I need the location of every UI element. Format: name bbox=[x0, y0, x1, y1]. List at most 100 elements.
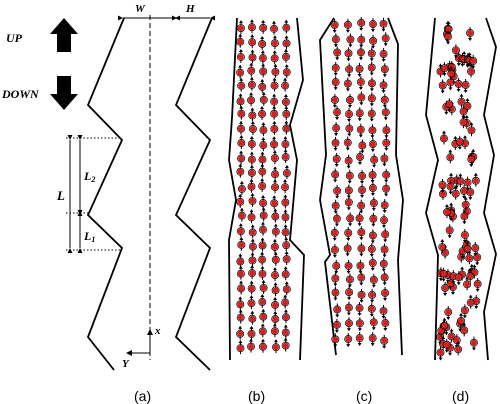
particle-marker bbox=[248, 310, 257, 325]
particle-marker bbox=[258, 265, 267, 280]
particle-marker bbox=[357, 33, 366, 48]
particle-marker bbox=[345, 63, 354, 78]
particle-marker bbox=[270, 195, 279, 210]
particle-marker bbox=[379, 257, 388, 272]
particle-marker bbox=[438, 239, 447, 254]
length-dimensions: L L2 L1 bbox=[56, 135, 122, 253]
particle-marker bbox=[271, 267, 279, 282]
up-arrow-icon bbox=[50, 18, 78, 52]
particle-marker bbox=[451, 135, 460, 150]
down-label: DOWN bbox=[1, 87, 40, 101]
particle-marker bbox=[236, 253, 245, 268]
particle-marker bbox=[368, 138, 377, 153]
particle-marker bbox=[236, 223, 245, 238]
particle-marker bbox=[368, 182, 377, 197]
particle-marker bbox=[440, 130, 448, 145]
particle-marker bbox=[451, 185, 460, 200]
particle-marker bbox=[381, 106, 390, 121]
particle-marker bbox=[247, 135, 256, 150]
particle-marker bbox=[355, 107, 364, 122]
panel-label-d: (d) bbox=[452, 388, 469, 404]
particle-marker bbox=[271, 166, 280, 181]
particle-marker bbox=[331, 136, 340, 151]
particle-marker bbox=[282, 251, 291, 266]
particle-marker bbox=[282, 64, 291, 79]
particle-marker bbox=[270, 150, 279, 165]
particle-marker bbox=[258, 294, 267, 309]
particle-marker bbox=[259, 91, 268, 106]
particle-marker bbox=[247, 76, 256, 91]
particle-marker bbox=[270, 93, 279, 108]
particle-marker bbox=[456, 173, 465, 188]
particle-marker bbox=[459, 105, 468, 120]
particle-marker bbox=[271, 282, 280, 297]
particle-marker bbox=[248, 107, 257, 122]
particle-marker bbox=[247, 178, 256, 193]
particle-marker bbox=[331, 61, 340, 76]
particle-marker bbox=[454, 77, 463, 92]
particle-marker bbox=[237, 77, 246, 92]
particle-marker bbox=[248, 192, 257, 207]
particle-marker bbox=[281, 337, 290, 352]
particle-marker bbox=[454, 341, 463, 356]
particle-marker bbox=[467, 122, 476, 137]
particle-marker bbox=[331, 286, 340, 301]
particle-marker bbox=[281, 294, 290, 309]
particle-marker bbox=[282, 105, 291, 120]
particle-marker bbox=[247, 92, 256, 107]
particle-marker bbox=[357, 271, 366, 286]
particle-marker bbox=[258, 35, 267, 50]
particle-marker bbox=[282, 237, 291, 252]
particle-marker bbox=[470, 336, 478, 351]
particle-marker bbox=[258, 251, 267, 266]
particle-marker bbox=[344, 154, 353, 169]
particle-marker bbox=[282, 165, 291, 180]
particle-marker bbox=[444, 306, 453, 321]
particle-marker bbox=[282, 35, 291, 50]
particle-marker bbox=[236, 193, 245, 208]
particle-marker bbox=[447, 328, 456, 343]
particle-marker bbox=[236, 49, 245, 64]
particle-marker bbox=[463, 276, 472, 291]
particle-marker bbox=[247, 209, 256, 224]
particle-marker bbox=[236, 33, 245, 48]
particle-marker bbox=[473, 251, 482, 266]
particle-marker bbox=[331, 333, 340, 348]
particle-marker bbox=[270, 20, 278, 35]
particle-marker bbox=[281, 324, 290, 339]
particle-marker bbox=[270, 77, 279, 92]
particle-marker bbox=[343, 18, 352, 33]
particle-marker bbox=[344, 317, 353, 332]
particle-marker bbox=[370, 153, 379, 168]
particle-marker bbox=[357, 91, 366, 106]
particle-marker bbox=[438, 178, 447, 193]
panel-c-channel bbox=[319, 17, 404, 356]
particle-marker bbox=[436, 346, 445, 361]
particle-marker bbox=[445, 98, 454, 113]
particle-marker bbox=[382, 124, 391, 139]
particle-marker bbox=[259, 19, 268, 34]
particle-marker bbox=[271, 179, 280, 194]
particle-marker bbox=[237, 134, 246, 149]
particle-marker bbox=[460, 229, 469, 244]
down-arrow-icon bbox=[50, 76, 78, 110]
particle-marker bbox=[367, 107, 376, 122]
particle-marker bbox=[271, 296, 280, 311]
l-label: L bbox=[56, 188, 65, 203]
particle-marker bbox=[281, 149, 290, 164]
particle-marker bbox=[330, 93, 339, 108]
particle-marker bbox=[356, 76, 365, 91]
particle-marker bbox=[343, 136, 352, 151]
particle-marker bbox=[271, 251, 280, 266]
particle-marker bbox=[271, 339, 280, 354]
particle-marker bbox=[451, 44, 460, 59]
particle-marker bbox=[379, 79, 388, 94]
particle-marker bbox=[248, 252, 257, 267]
particle-marker bbox=[441, 281, 450, 296]
particle-marker bbox=[346, 33, 355, 48]
particle-marker bbox=[469, 54, 478, 69]
particle-marker bbox=[461, 196, 470, 211]
particle-marker bbox=[368, 256, 377, 271]
particle-marker bbox=[271, 310, 280, 325]
particle-marker bbox=[344, 196, 353, 211]
